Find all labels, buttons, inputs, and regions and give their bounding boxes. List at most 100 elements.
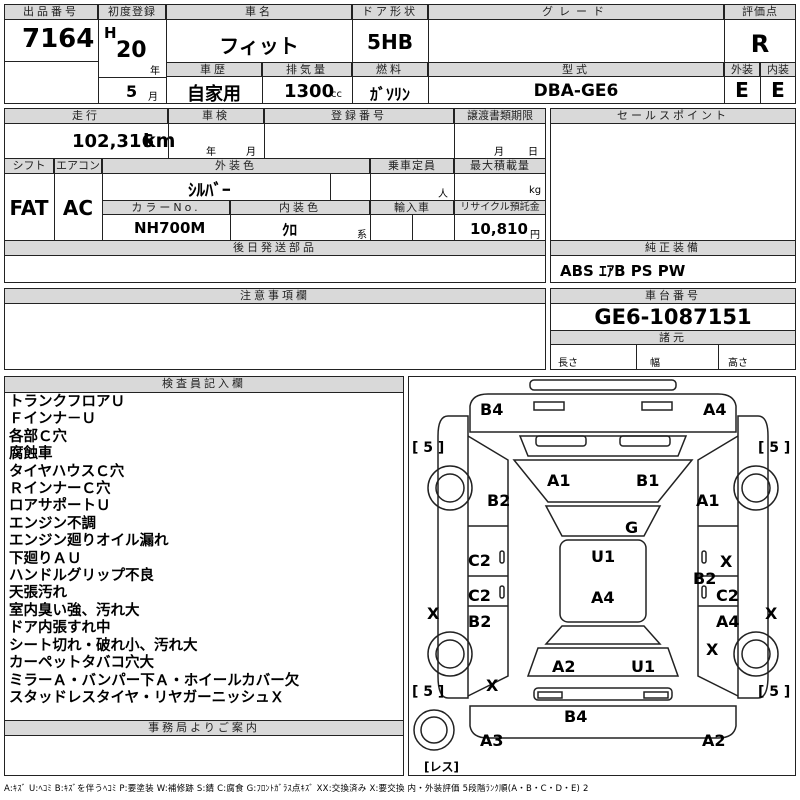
int-color-unit: 系: [357, 230, 367, 241]
note-line: カーペットタバコ穴大: [9, 655, 154, 672]
note-line: 腐蝕車: [9, 446, 53, 463]
mark-b1-hood: B1: [636, 471, 660, 490]
length-label: 長さ: [558, 358, 578, 369]
chassis-number: GE6-1087151: [594, 305, 752, 329]
import-label: 輸入車: [370, 200, 454, 215]
history-label: 車歴: [166, 62, 262, 77]
sales-points-box: [550, 108, 796, 283]
grade-label: グレード: [428, 4, 724, 20]
note-line: ハンドルグリップ不良: [9, 568, 154, 585]
int-color-label: 内装色: [230, 200, 370, 215]
mark-a4-r3: A4: [716, 612, 740, 631]
mileage-unit: km: [143, 130, 176, 152]
mark-a4-top: A4: [703, 400, 727, 419]
car-diagram: [413, 379, 779, 751]
mark-g-glass: G: [625, 518, 639, 537]
fuel-label: 燃料: [352, 62, 428, 77]
spare-tire-label: [レス]: [424, 760, 459, 774]
mark-u1-trunk: U1: [631, 657, 656, 676]
ac-label: エアコン: [54, 158, 102, 174]
height-label: 高さ: [728, 358, 748, 369]
mark-c2-l2: C2: [468, 586, 491, 605]
exterior-score: E: [735, 78, 749, 102]
tire-front-left-label: [ 5 ]: [412, 440, 445, 456]
later-parts-label: 後日発送部品: [4, 240, 546, 256]
recycle-unit: 円: [530, 230, 540, 241]
mark-b2-right: B2: [693, 569, 717, 588]
transfer-month-unit: 月: [494, 147, 504, 158]
inspection-year-unit: 年: [206, 147, 216, 158]
car-name-label: 車名: [166, 4, 352, 20]
interior-score: E: [771, 78, 785, 102]
note-line: 下廻りＡＵ: [9, 550, 82, 567]
inspector-label: 検査員記入欄: [4, 376, 404, 393]
first-reg-label: 初度登録: [98, 4, 166, 20]
score-label: 評価点: [724, 4, 796, 20]
mark-c2-l1: C2: [468, 551, 491, 570]
reg-year: 20: [116, 38, 147, 63]
width-label: 幅: [650, 358, 660, 369]
lot-number: 7164: [22, 24, 95, 54]
note-line: ミラーＡ・バンパー下Ａ・ホイールカバー欠: [9, 672, 300, 689]
int-color: ｸﾛ: [282, 221, 298, 239]
recycle-fee: 10,810: [470, 220, 528, 238]
note-line: トランクフロアＵ: [9, 394, 125, 410]
notes-label: 注意事項欄: [4, 288, 546, 304]
mark-b2-l3: B2: [468, 612, 492, 631]
dimensions-label: 諸元: [550, 330, 796, 345]
reg-month: 5: [126, 82, 138, 101]
reg-number-label: 登録番号: [264, 108, 454, 124]
mark-x-left: X: [427, 604, 440, 623]
mileage-label: 走行: [4, 108, 168, 124]
tire-rear-right-label: [ 5 ]: [758, 684, 791, 700]
note-line: 天張汚れ: [9, 585, 67, 602]
car-diagram-box: [408, 376, 796, 776]
ext-color-label: 外装色: [102, 158, 370, 174]
note-line: スタッドレスタイヤ・リヤガーニッシュＸ: [9, 689, 285, 706]
capacity-unit: 人: [438, 189, 448, 200]
mark-u1-roof: U1: [591, 547, 616, 566]
sales-points-label: セールスポイント: [550, 108, 796, 124]
lot-label: 出品番号: [4, 4, 98, 20]
tire-front-right-label: [ 5 ]: [758, 440, 791, 456]
note-line: シート切れ・破れ小、汚れ大: [9, 637, 198, 654]
equipment: ABS ｴｱB PS PW: [560, 262, 686, 280]
inspector-notes: トランクフロアＵ Ｆインナ－Ｕ 各部Ｃ穴 腐蝕車 タイヤハウスＣ穴 ＲインナーＣ…: [9, 394, 299, 707]
mark-a1-right: A1: [696, 491, 720, 510]
mark-a4-roof: A4: [591, 588, 615, 607]
mark-b4-top: B4: [480, 400, 504, 419]
color-no-label: カラーNo.: [102, 200, 230, 215]
note-line: ドア内張すれ中: [9, 620, 111, 637]
max-load-unit: kg: [529, 185, 542, 196]
door-type: 5HB: [367, 30, 413, 54]
shift-label: シフト: [4, 158, 54, 174]
transfer-label: 譲渡書類期限: [454, 108, 546, 124]
note-line: ロアサポートＵ: [9, 498, 111, 515]
transfer-day-unit: 日: [528, 147, 538, 158]
max-load-label: 最大積載量: [454, 158, 546, 174]
note-line: Ｆインナ－Ｕ: [9, 411, 96, 428]
door-label: ドア形状: [352, 4, 428, 20]
exterior-label: 外装: [724, 62, 760, 77]
ac: AC: [62, 196, 94, 220]
mark-x-far-right: X: [765, 604, 778, 623]
equipment-label: 純正装備: [550, 240, 796, 256]
displacement: 1300: [284, 81, 335, 102]
note-line: エンジン廻りオイル漏れ: [9, 533, 169, 550]
mark-a3-rear: A3: [480, 731, 504, 750]
tire-rear-left-label: [ 5 ]: [412, 684, 445, 700]
mark-b4-rear: B4: [564, 707, 588, 726]
interior-label: 内装: [760, 62, 796, 77]
legend: A:ｷｽﾞ U:ﾍｺﾐ B:ｷｽﾞを伴うﾍｺﾐ P:要塗装 W:補修跡 S:錆 …: [4, 784, 589, 794]
mark-a2-trunk: A2: [552, 657, 576, 676]
mark-a1-hood: A1: [547, 471, 571, 490]
chassis-label: 車台番号: [550, 288, 796, 304]
score: R: [750, 30, 770, 58]
history: 自家用: [187, 84, 241, 105]
mileage: 102,316: [72, 131, 154, 152]
mark-x-r1: X: [720, 552, 733, 571]
mark-x-r4: X: [706, 640, 719, 659]
month-unit: 月: [148, 92, 158, 103]
office-label: 事務局よりご案内: [4, 720, 404, 736]
displacement-label: 排気量: [262, 62, 352, 77]
